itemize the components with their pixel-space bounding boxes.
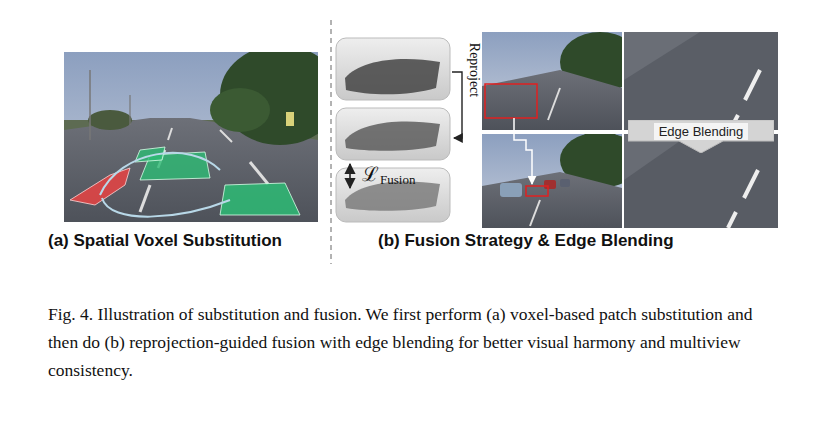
- illustration-part: [560, 179, 570, 187]
- subfigure-caption: (b) Fusion Strategy & Edge Blending: [378, 231, 674, 251]
- illustration-part: [744, 170, 758, 198]
- road-scene: [64, 52, 318, 222]
- subfigure-caption: (a) Spatial Voxel Substitution: [48, 231, 282, 251]
- illustration-part: [482, 134, 622, 228]
- illustration-part: [560, 134, 622, 188]
- step-label: Reproject: [466, 43, 482, 97]
- illustration-part: [548, 88, 560, 120]
- illustration-part: [482, 70, 622, 130]
- illustration-part: [70, 168, 130, 205]
- illustration-part: [526, 186, 548, 196]
- illustration-part: [345, 121, 440, 150]
- illustration-part: [482, 172, 622, 228]
- illustration-part: [544, 180, 556, 189]
- figure-caption: Fig. 4. Illustration of substitution and…: [48, 300, 783, 384]
- illustration-part: [728, 212, 736, 228]
- illustration-part: [100, 153, 220, 195]
- illustration-part: [345, 59, 440, 94]
- illustration-part: [88, 110, 132, 130]
- illustration-part: [140, 185, 150, 212]
- illustration-part: [624, 32, 778, 130]
- illustration-part: [89, 70, 91, 140]
- illustration-part: [210, 88, 270, 132]
- illustration-part: [250, 162, 268, 184]
- illustration-part: [336, 168, 450, 222]
- illustration-part: [745, 70, 760, 100]
- loss-subscript: Fusion: [380, 172, 415, 188]
- illustration-part: [286, 112, 294, 126]
- illustration-part: [331, 20, 332, 264]
- illustration-part: [102, 198, 230, 217]
- illustration-part: [349, 164, 351, 188]
- illustration-part: [336, 38, 450, 100]
- illustration-part: [624, 32, 778, 130]
- arrow-label: Edge Blending: [654, 123, 749, 140]
- illustration-part: [530, 200, 540, 226]
- illustration-part: [485, 84, 537, 118]
- blend-arrow: Edge Blending: [628, 120, 774, 153]
- loss-symbol: ℒ: [362, 160, 379, 187]
- illustration-part: [129, 95, 130, 125]
- illustration-part: [220, 130, 232, 142]
- illustration-part: [624, 32, 700, 80]
- illustration-part: [168, 128, 172, 140]
- illustration-part: [452, 72, 462, 138]
- illustration-part: [482, 32, 622, 130]
- illustration-part: [500, 183, 522, 197]
- illustration-part: [336, 108, 450, 160]
- illustration-part: [514, 118, 532, 184]
- arrow-body: [628, 120, 774, 153]
- illustration-part: [220, 183, 300, 215]
